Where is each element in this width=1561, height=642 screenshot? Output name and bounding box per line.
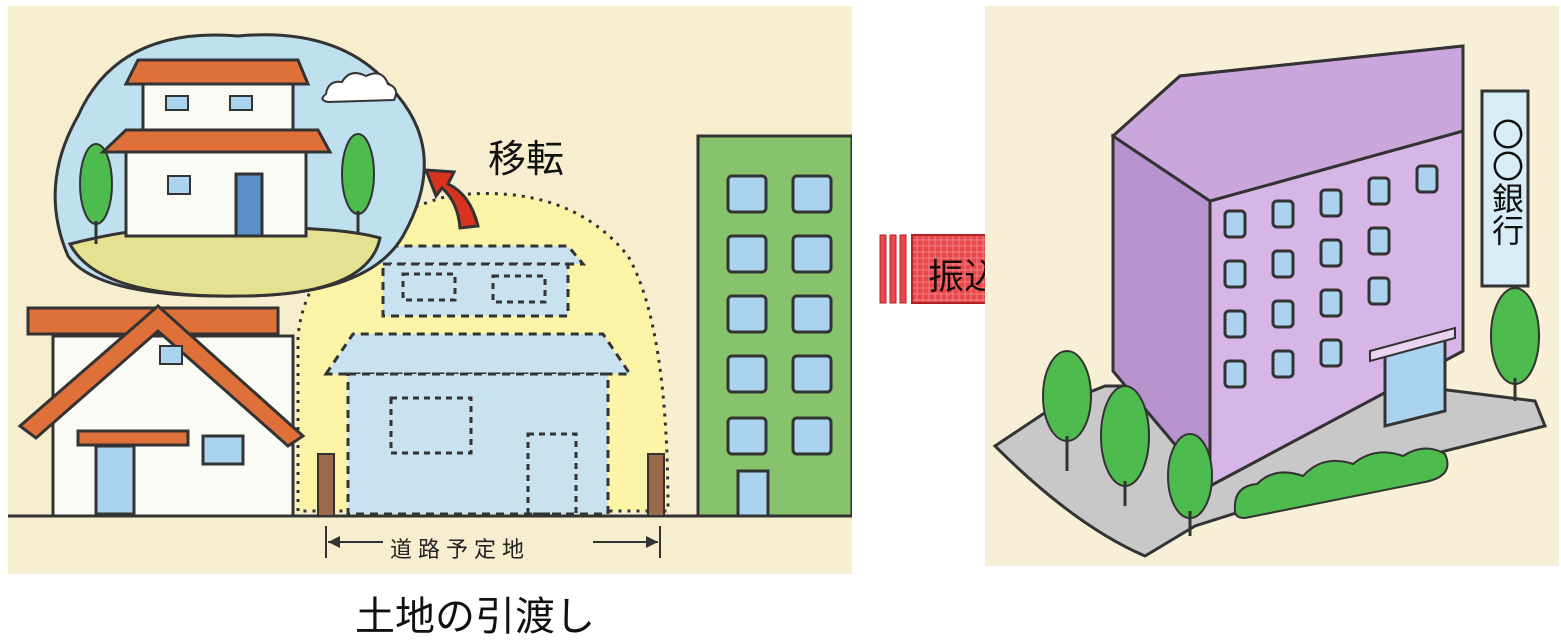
- new-house-icon: [99, 58, 333, 238]
- town-scene: [8, 33, 852, 558]
- move-label: 移転: [488, 137, 565, 181]
- cloud-icon: [321, 72, 397, 104]
- bank-sign-text: 〇〇銀行: [1487, 118, 1525, 246]
- tree-icon: [1100, 385, 1150, 506]
- tree-icon: [341, 133, 375, 234]
- bank-scene: [992, 44, 1548, 558]
- road-dimension-line: [325, 526, 661, 558]
- tree-icon: [79, 143, 113, 244]
- hedge: [1233, 447, 1449, 520]
- apartment-building-icon: [696, 134, 852, 518]
- land-transfer-illustration: 道路予定地: [8, 6, 852, 574]
- tree-icon: [1167, 433, 1213, 536]
- curved-arrow-icon: [423, 168, 480, 230]
- road-planned-label: 道路予定地: [390, 538, 531, 563]
- boundary-post-left: [317, 453, 335, 517]
- bank-sign: [1480, 89, 1530, 288]
- dream-bubble: [53, 33, 426, 298]
- bank-illustration: [985, 6, 1559, 566]
- bank-building-icon: [1110, 44, 1465, 491]
- land-handover-caption: 土地の引渡し: [355, 594, 595, 640]
- removed-house-outline: [323, 244, 633, 516]
- neighbor-house-icon: [17, 303, 306, 518]
- tree-icon: [1042, 350, 1092, 471]
- boundary-post-right: [647, 453, 665, 517]
- tree-icon: [1490, 287, 1540, 401]
